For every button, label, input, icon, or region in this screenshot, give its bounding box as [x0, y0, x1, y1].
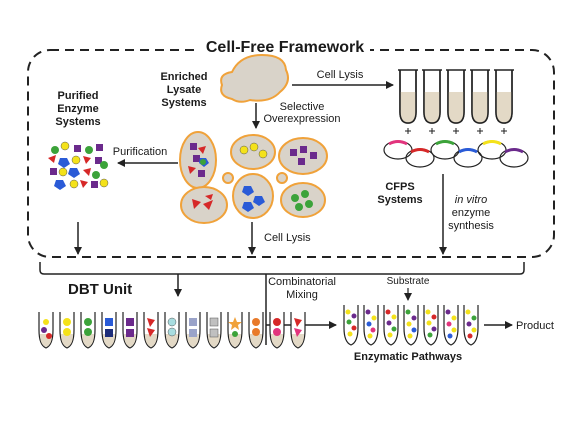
lysate-cell	[220, 53, 289, 103]
product-label: Product	[516, 320, 554, 332]
pathway-tubes	[343, 305, 479, 346]
plus-signs	[405, 128, 507, 134]
combinatorial-label-1: Combinatorial	[268, 276, 336, 288]
cfps-label-1: CFPS	[385, 181, 414, 193]
invitro-label-italic: in vitro	[455, 194, 487, 206]
enriched-label-3: Systems	[161, 97, 206, 109]
pathways-label: Enzymatic Pathways	[354, 351, 462, 363]
cell-lysis-top-label: Cell Lysis	[317, 69, 364, 81]
invitro-label-2: enzyme	[452, 207, 491, 219]
page-title: Cell-Free Framework	[206, 39, 364, 56]
selective-label-2: Overexpression	[263, 113, 340, 125]
enriched-label-1: Enriched	[160, 71, 207, 83]
combinatorial-label-2: Mixing	[286, 289, 318, 301]
top-tubes	[398, 69, 514, 124]
bracket	[39, 262, 525, 275]
purification-label: Purification	[113, 146, 167, 158]
cell-contents	[188, 142, 317, 212]
cfps-label-2: Systems	[377, 194, 422, 206]
dbt-label: DBT Unit	[68, 281, 132, 298]
purified-label-1: Purified	[58, 90, 99, 102]
purified-enzymes	[48, 141, 109, 190]
invitro-label-3: synthesis	[448, 220, 494, 232]
cell-green	[280, 182, 326, 218]
cell-yellow	[230, 134, 276, 170]
dbt-tubes	[38, 312, 306, 349]
substrate-label: Substrate	[387, 276, 430, 287]
cell-blue	[232, 173, 274, 219]
enriched-label-2: Lysate	[167, 84, 201, 96]
purified-label-3: Systems	[55, 116, 100, 128]
cell-lysis-mid-label: Cell Lysis	[264, 232, 311, 244]
plasmid-inserts	[388, 140, 524, 154]
purified-label-2: Enzyme	[57, 103, 99, 115]
selective-label-1: Selective	[280, 101, 325, 113]
cell-purple	[278, 137, 328, 175]
